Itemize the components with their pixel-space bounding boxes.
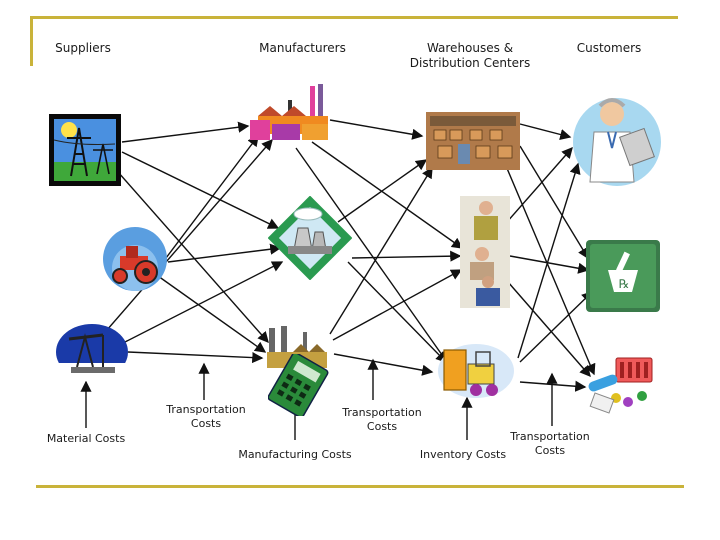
doctor-icon — [573, 98, 661, 186]
factory-icon — [250, 84, 328, 140]
arrow-plant2-workers — [351, 250, 462, 262]
tractor-icon — [103, 227, 167, 291]
arrow-supplier3-factory1 — [99, 138, 273, 339]
arrow-warehouse-pharmacy — [519, 145, 589, 260]
label-manufacturing-costs: Manufacturing Costs — [238, 448, 352, 461]
arrow-plant3-forklift — [333, 353, 434, 376]
arrow-workers-pharmacy — [509, 255, 590, 274]
forklift-icon — [438, 344, 514, 398]
arrow-factory1-workers — [311, 141, 464, 249]
arrow-supplier3-plant3 — [127, 351, 264, 364]
arrow-factory1-forklift — [295, 147, 448, 364]
label-material-costs: Material Costs — [46, 432, 126, 445]
arrow-warehouse-medicine — [505, 165, 596, 376]
arrow-plant3-warehouse — [329, 166, 433, 335]
power-tower-icon — [49, 114, 121, 186]
arrow-supplier2-factory1 — [165, 134, 259, 259]
label-inventory-costs: Inventory Costs — [419, 448, 507, 461]
header-customers: Customers — [576, 41, 642, 55]
header-warehouses: Warehouses & Distribution Centers — [409, 41, 531, 70]
arrow-forklift-doctor — [517, 162, 581, 359]
arrow-supplier1-factory1 — [121, 121, 250, 143]
calculator-icon — [268, 354, 329, 416]
oil-pump-icon — [55, 324, 129, 381]
arrow-supplier2-plant3 — [157, 275, 267, 353]
arrow-factory1-warehouse — [329, 119, 424, 140]
frame-bottom-rule — [36, 485, 684, 488]
label-transportation-costs-3: Transportation Costs — [510, 430, 590, 457]
svg-text:℞: ℞ — [619, 277, 630, 291]
arrow-forklift-pharmacy — [519, 291, 594, 363]
pharmacy-icon: ℞ — [586, 240, 660, 312]
power-plant-icon — [268, 196, 352, 280]
arrow-plant2-warehouse — [337, 159, 428, 223]
header-suppliers: Suppliers — [55, 41, 111, 55]
arrow-plant3-workers — [332, 269, 463, 341]
arrow-workers-medicine — [507, 281, 591, 378]
arrow-supplier1-plant2 — [121, 151, 280, 229]
arrow-supplier1-plant3 — [117, 171, 269, 344]
header-manufacturers: Manufacturers — [259, 41, 346, 55]
medicine-icon — [588, 357, 653, 414]
frame-left-rule — [30, 16, 33, 66]
arrow-workers-doctor — [506, 146, 573, 223]
workers-icon — [460, 196, 510, 308]
arrow-warehouse-doctor — [519, 123, 572, 140]
warehouse-icon — [426, 112, 520, 170]
frame-top-rule — [30, 16, 678, 19]
label-transportation-costs-1: Transportation Costs — [166, 403, 246, 430]
label-transportation-costs-2: Transportation Costs — [342, 406, 422, 433]
arrow-supplier3-plant2 — [124, 261, 284, 343]
arrow-supplier2-plant2 — [167, 243, 282, 263]
